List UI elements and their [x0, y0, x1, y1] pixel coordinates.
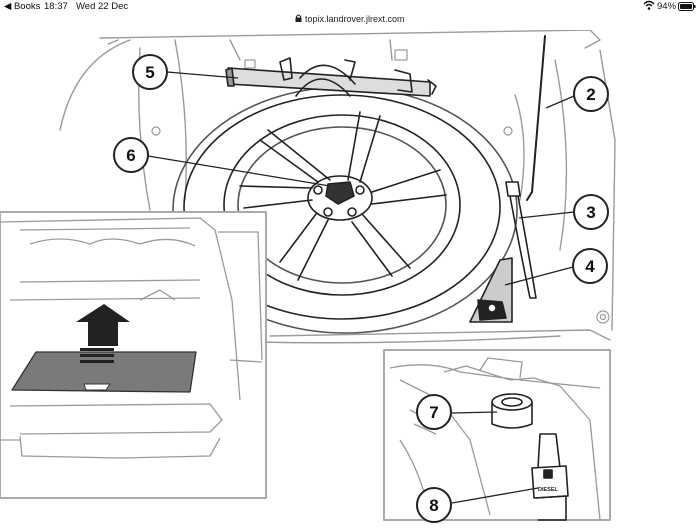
wheel-brace — [526, 35, 546, 201]
callout-2-label: 2 — [586, 85, 595, 104]
floor-bolts — [151, 49, 610, 324]
diesel-stamp: DIESEL — [538, 487, 559, 493]
back-chevron-icon: ◀ — [4, 1, 12, 12]
callout-3-label: 3 — [586, 203, 595, 222]
callout-3: 3 — [573, 194, 609, 230]
back-app-label: Books — [13, 1, 41, 12]
leader-lines — [147, 71, 575, 504]
callout-5: 5 — [132, 54, 168, 90]
callout-7: 7 — [416, 394, 452, 430]
jack-assembly — [225, 57, 437, 97]
load-floor-panel — [11, 351, 197, 393]
battery-level: 94% — [657, 1, 677, 12]
spare-wheel-diagram: DIESEL 5 2 6 3 4 7 8 — [0, 29, 700, 525]
wifi-icon — [643, 0, 655, 14]
callout-5-label: 5 — [145, 63, 154, 82]
callout-6-label: 6 — [126, 146, 135, 165]
locking-wheel-nut — [531, 433, 569, 521]
status-date: Wed 22 Dec — [76, 1, 129, 12]
callout-4: 4 — [572, 248, 608, 284]
battery-icon — [678, 2, 696, 14]
wheel-chock — [469, 257, 513, 323]
callout-8-label: 8 — [429, 496, 438, 515]
back-to-app-link[interactable]: ◀ Books — [4, 1, 40, 12]
socket-adapter — [491, 393, 533, 429]
towing-eye-tool — [505, 181, 537, 299]
callout-4-label: 4 — [585, 257, 595, 276]
spare-wheel — [172, 86, 518, 334]
storage-tray-inset: DIESEL — [383, 349, 611, 521]
status-time: 18:37 — [44, 1, 68, 12]
lock-icon — [295, 14, 305, 24]
status-bar: ◀ Books 18:37 Wed 22 Dec 94% — [0, 0, 700, 14]
address-bar[interactable]: topix.landrover.jlrext.com — [0, 14, 700, 30]
url-text: topix.landrover.jlrext.com — [304, 14, 405, 24]
callout-7-label: 7 — [429, 403, 438, 422]
callout-2: 2 — [573, 76, 609, 112]
callout-8: 8 — [416, 487, 452, 523]
callout-6: 6 — [113, 137, 149, 173]
lift-arrow-icon — [76, 304, 130, 363]
load-floor-inset — [0, 211, 267, 499]
